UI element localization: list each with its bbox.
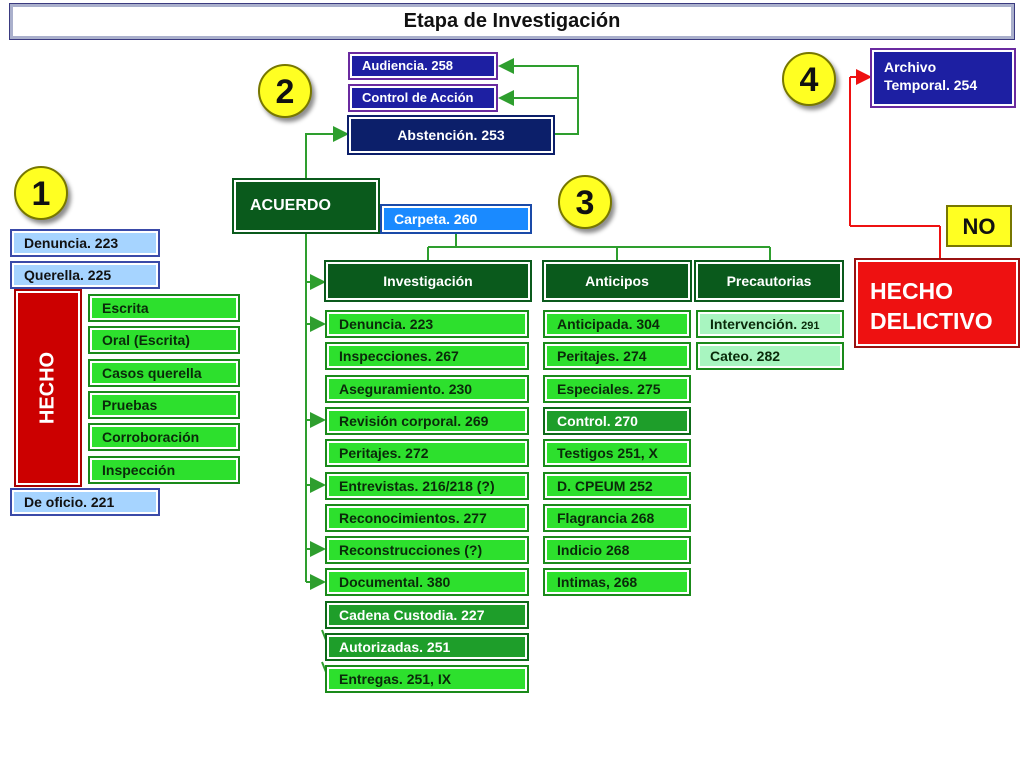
step-2-circle: 2 <box>258 64 312 118</box>
left-querella-box: Querella. 225 <box>10 261 160 289</box>
hecho-delictivo-box: HECHO DELICTIVO <box>854 258 1020 348</box>
investigacion-item: Entregas. 251, IX <box>325 665 529 694</box>
investigacion-item: Inspecciones. 267 <box>325 342 529 371</box>
audiencia-box: Audiencia. 258 <box>348 52 498 80</box>
hecho-vertical-box: HECHO <box>14 289 82 487</box>
anticipos-item: Anticipada. 304 <box>543 310 691 338</box>
hecho-item: Inspección <box>88 455 240 484</box>
investigacion-item: Reconstrucciones (?) <box>325 536 529 565</box>
precautorias-item-label: Cateo. 282 <box>710 348 781 365</box>
anticipos-item: Indicio 268 <box>543 536 691 565</box>
no-box: NO <box>946 205 1012 247</box>
investigacion-item: Revisión corporal. 269 <box>325 406 529 435</box>
archivo-line-2: Temporal. 254 <box>884 77 978 93</box>
anticipos-item: Flagrancia 268 <box>543 503 691 532</box>
investigacion-item: Denuncia. 223 <box>325 310 529 338</box>
anticipos-header: Anticipos <box>542 260 692 302</box>
anticipos-item: Intimas, 268 <box>543 568 691 597</box>
control-accion-box: Control de Acción <box>348 84 498 112</box>
investigacion-item: Reconocimientos. 277 <box>325 503 529 532</box>
anticipos-item: Testigos 251, X <box>543 439 691 468</box>
precautorias-item: Cateo. 282 <box>696 342 844 371</box>
hecho-item: Pruebas <box>88 390 240 419</box>
page-title: Etapa de Investigación <box>9 3 1015 40</box>
precautorias-item-label: Intervención. <box>710 316 798 332</box>
investigacion-item: Documental. 380 <box>325 568 529 597</box>
anticipos-item: Control. 270 <box>543 406 691 435</box>
acuerdo-box: ACUERDO <box>232 178 380 234</box>
step-4-circle: 4 <box>782 52 836 106</box>
carpeta-box: Carpeta. 260 <box>380 204 532 234</box>
hecho-delictivo-line-2: DELICTIVO <box>870 308 993 334</box>
hecho-delictivo-line-1: HECHO <box>870 278 954 304</box>
hecho-item: Casos querella <box>88 358 240 387</box>
investigacion-header: Investigación <box>324 260 532 302</box>
archivo-temporal-box: Archivo Temporal. 254 <box>870 48 1016 108</box>
investigacion-item: Peritajes. 272 <box>325 439 529 468</box>
investigacion-item: Aseguramiento. 230 <box>325 374 529 403</box>
hecho-label: HECHO <box>36 351 59 425</box>
anticipos-item: D. CPEUM 252 <box>543 471 691 500</box>
investigacion-item: Entrevistas. 216/218 (?) <box>325 471 529 500</box>
abstencion-box: Abstención. 253 <box>347 115 555 155</box>
anticipos-item: Especiales. 275 <box>543 374 691 403</box>
investigacion-item: Cadena Custodia. 227 <box>325 600 529 629</box>
hecho-item: Corroboración <box>88 423 240 452</box>
de-oficio-box: De oficio. 221 <box>10 488 160 516</box>
left-denuncia-box: Denuncia. 223 <box>10 229 160 257</box>
hecho-item: Escrita <box>88 294 240 322</box>
precautorias-header: Precautorias <box>694 260 844 302</box>
investigacion-item: Autorizadas. 251 <box>325 633 529 661</box>
step-1-circle: 1 <box>14 166 68 220</box>
archivo-line-1: Archivo <box>884 59 937 75</box>
precautorias-item: Intervención.291 <box>696 310 844 338</box>
step-3-circle: 3 <box>558 175 612 229</box>
anticipos-item: Peritajes. 274 <box>543 342 691 371</box>
hecho-item: Oral (Escrita) <box>88 326 240 355</box>
precautorias-item-suffix: 291 <box>801 320 820 332</box>
